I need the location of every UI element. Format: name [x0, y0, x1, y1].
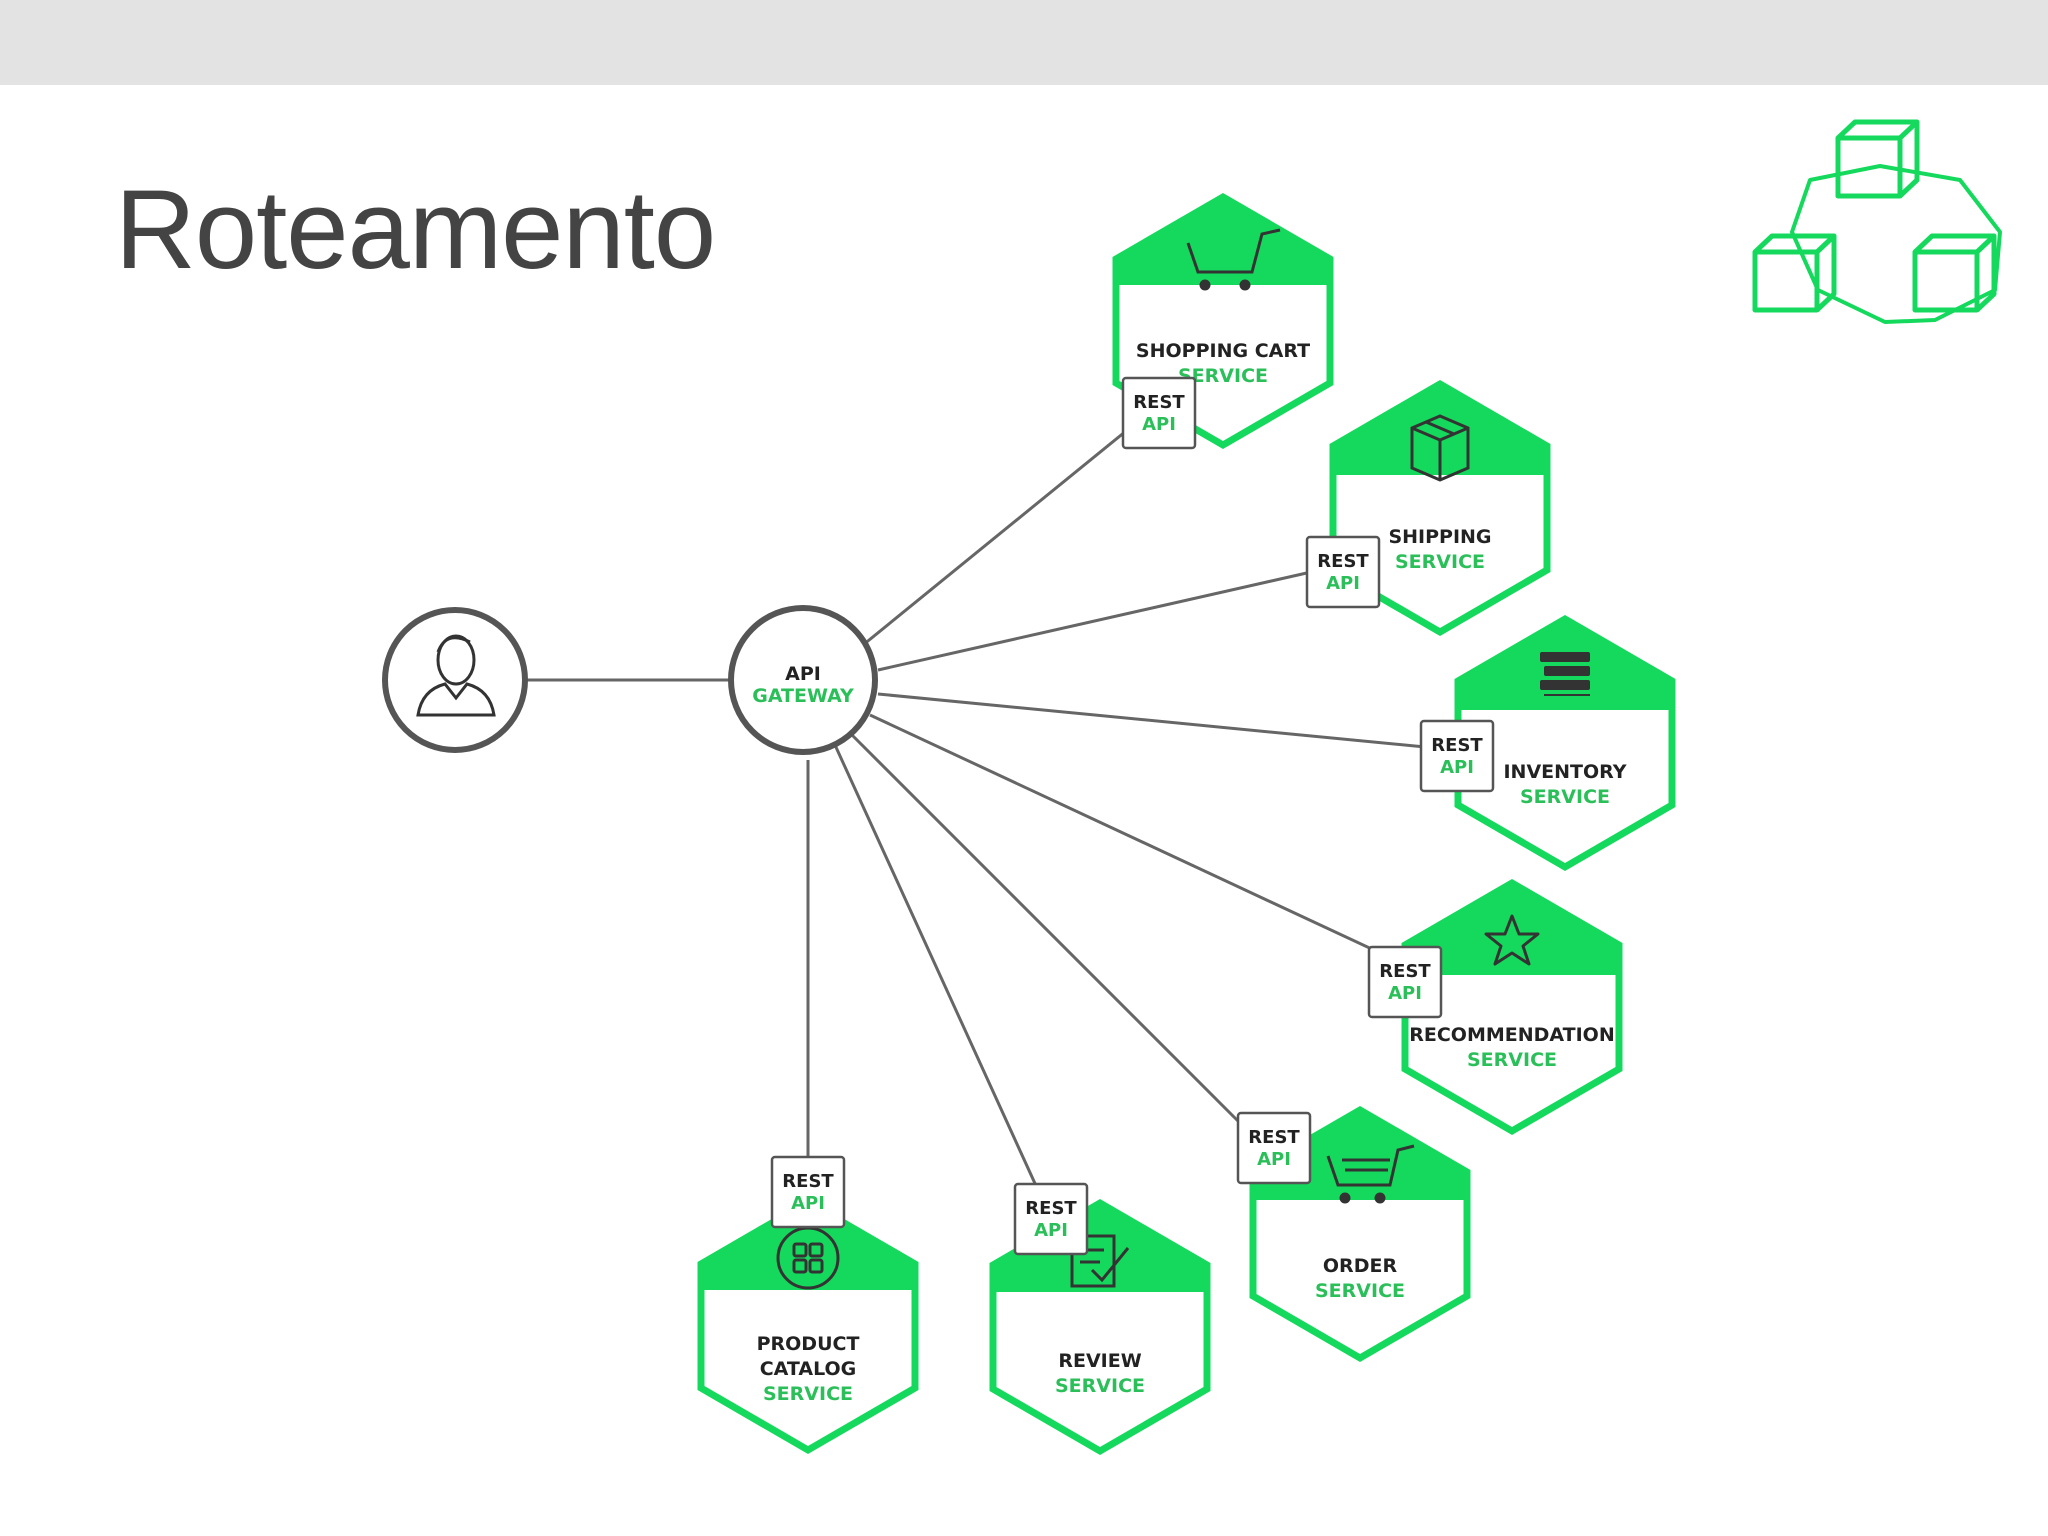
gateway-label-1: API [785, 663, 821, 685]
rest-api-badge-inventory: REST API [1419, 719, 1495, 793]
catalog-label-3: SERVICE [763, 1383, 853, 1405]
review-label-2: SERVICE [1055, 1375, 1145, 1397]
line-recommendation [869, 713, 1407, 967]
shipping-label-1: SHIPPING [1388, 526, 1491, 548]
review-icon [1070, 1234, 1130, 1288]
shopping-cart-label-2: SERVICE [1178, 365, 1268, 387]
order-label-1: ORDER [1323, 1255, 1398, 1277]
svg-text:API: API [1326, 573, 1360, 594]
rest-api-badge-shopping-cart: REST API [1121, 376, 1197, 450]
user-icon [416, 634, 496, 717]
svg-text:API: API [1142, 414, 1176, 435]
order-label-2: SERVICE [1315, 1280, 1405, 1302]
svg-text:REST: REST [782, 1171, 834, 1192]
slide-title: Roteamento [115, 167, 716, 292]
microservices-cubes-logo [1752, 119, 2002, 324]
line-shipping [877, 563, 1343, 672]
svg-text:REST: REST [1431, 735, 1483, 756]
svg-text:API: API [1034, 1220, 1068, 1241]
client-node [382, 607, 528, 753]
rest-api-badge-product-catalog: REST API [770, 1155, 846, 1229]
cart-icon [1186, 228, 1281, 291]
svg-text:REST: REST [1025, 1198, 1077, 1219]
inventory-service: INVENTORY SERVICE [1454, 614, 1676, 872]
stack-icon [1540, 652, 1590, 696]
review-label-1: REVIEW [1058, 1350, 1141, 1372]
svg-text:API: API [1388, 983, 1422, 1004]
connection-lines [527, 403, 1457, 1213]
rest-api-badge-review: REST API [1013, 1182, 1089, 1256]
rest-api-badge-order: REST API [1236, 1111, 1312, 1185]
line-order [850, 733, 1254, 1137]
recommendation-label-1: RECOMMENDATION [1409, 1024, 1614, 1046]
shipping-label-2: SERVICE [1395, 551, 1485, 573]
rest-api-badge-shipping: REST API [1305, 535, 1381, 609]
inventory-label-2: SERVICE [1520, 786, 1610, 808]
svg-text:REST: REST [1379, 961, 1431, 982]
line-review [833, 744, 1050, 1213]
recommendation-service: RECOMMENDATION SERVICE [1401, 878, 1623, 1136]
order-cart-icon [1326, 1144, 1415, 1204]
svg-text:REST: REST [1133, 392, 1185, 413]
svg-text:API: API [1257, 1149, 1291, 1170]
svg-text:REST: REST [1317, 551, 1369, 572]
package-icon [1410, 414, 1470, 482]
gateway-label-2: GATEWAY [752, 685, 854, 707]
inventory-label-1: INVENTORY [1503, 761, 1626, 783]
shopping-cart-label-1: SHOPPING CART [1136, 340, 1310, 362]
star-icon [1484, 914, 1540, 966]
recommendation-label-2: SERVICE [1467, 1049, 1557, 1071]
api-gateway-node: API GATEWAY [728, 605, 878, 755]
catalog-label-1: PRODUCT [757, 1333, 860, 1355]
svg-text:API: API [791, 1193, 825, 1214]
shipping-service: SHIPPING SERVICE [1329, 379, 1551, 637]
line-shopping-cart [862, 403, 1159, 647]
line-inventory [877, 692, 1457, 752]
rest-api-badge-recommendation: REST API [1367, 945, 1443, 1019]
product-catalog-service: PRODUCT CATALOG SERVICE [697, 1197, 919, 1455]
svg-text:REST: REST [1248, 1127, 1300, 1148]
svg-text:API: API [1440, 757, 1474, 778]
top-bar [0, 0, 2048, 85]
review-service: REVIEW SERVICE [989, 1198, 1211, 1456]
catalog-label-2: CATALOG [760, 1358, 857, 1380]
